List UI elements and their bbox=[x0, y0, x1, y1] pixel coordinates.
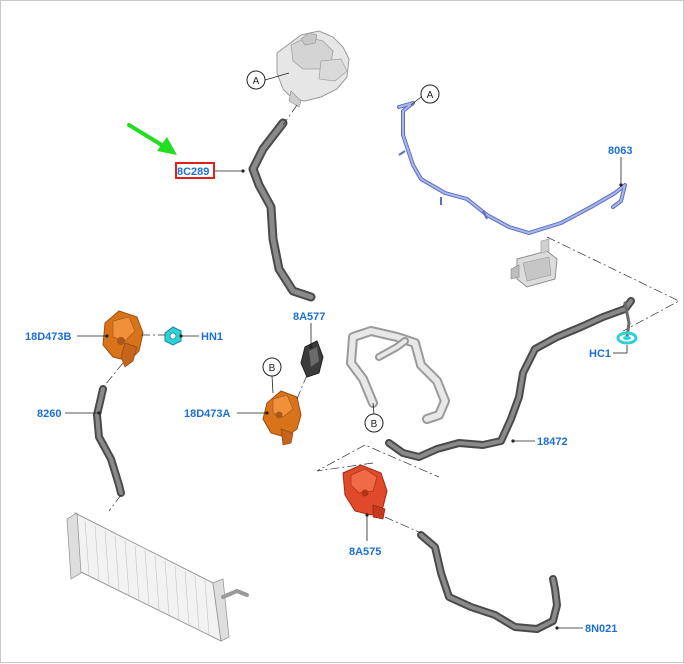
label-8a575[interactable]: 8A575 bbox=[349, 546, 381, 558]
label-18d473a[interactable]: 18D473A bbox=[184, 408, 231, 420]
coolant-reservoir[interactable] bbox=[276, 30, 350, 108]
radiator[interactable] bbox=[66, 512, 249, 642]
callout-a-left: A bbox=[246, 70, 266, 90]
callout-a-right: A bbox=[420, 84, 440, 104]
label-hc1[interactable]: HC1 bbox=[589, 348, 611, 360]
svg-text:B: B bbox=[269, 363, 276, 374]
label-8260[interactable]: 8260 bbox=[37, 408, 61, 420]
tube-8063[interactable] bbox=[397, 101, 627, 235]
clamp-8a577[interactable] bbox=[300, 340, 324, 378]
coolant-heater[interactable] bbox=[510, 238, 558, 288]
label-18d473b[interactable]: 18D473B bbox=[25, 331, 72, 343]
label-8n021[interactable]: 8N021 bbox=[585, 623, 617, 635]
label-18472[interactable]: 18472 bbox=[537, 436, 568, 448]
green-arrow-icon bbox=[127, 123, 177, 155]
label-8c289[interactable]: 8C289 bbox=[177, 166, 209, 178]
leader-heater-right bbox=[546, 236, 680, 332]
svg-text:A: A bbox=[427, 90, 434, 101]
pump-18d473b[interactable] bbox=[102, 310, 144, 368]
leader-pump-a-clamp bbox=[296, 374, 308, 400]
hose-8n021[interactable] bbox=[417, 531, 561, 633]
leader-valve-hose bbox=[384, 516, 422, 534]
label-8063[interactable]: 8063 bbox=[608, 145, 632, 157]
callout-b-upper: B bbox=[262, 357, 282, 377]
label-8a577[interactable]: 8A577 bbox=[293, 311, 325, 323]
highlight-box-8c289 bbox=[175, 162, 215, 179]
leader-pump-hose bbox=[104, 362, 124, 386]
hose-18472[interactable] bbox=[385, 297, 635, 461]
leader-hose-radiator bbox=[108, 494, 122, 512]
clip-hn1[interactable] bbox=[164, 326, 182, 346]
hose-8260[interactable] bbox=[93, 385, 125, 497]
hose-8c289[interactable] bbox=[248, 118, 316, 302]
label-hn1[interactable]: HN1 bbox=[201, 331, 223, 343]
svg-text:A: A bbox=[253, 76, 260, 87]
pump-18d473a[interactable] bbox=[262, 390, 302, 446]
svg-text:B: B bbox=[371, 419, 378, 430]
label-leaders bbox=[65, 157, 628, 630]
hose-white-b[interactable] bbox=[346, 326, 450, 424]
clip-hc1[interactable] bbox=[616, 331, 638, 345]
leader-reservoir-hose bbox=[282, 104, 298, 126]
callout-b-lower: B bbox=[364, 413, 384, 433]
valve-8a575[interactable] bbox=[342, 464, 388, 520]
